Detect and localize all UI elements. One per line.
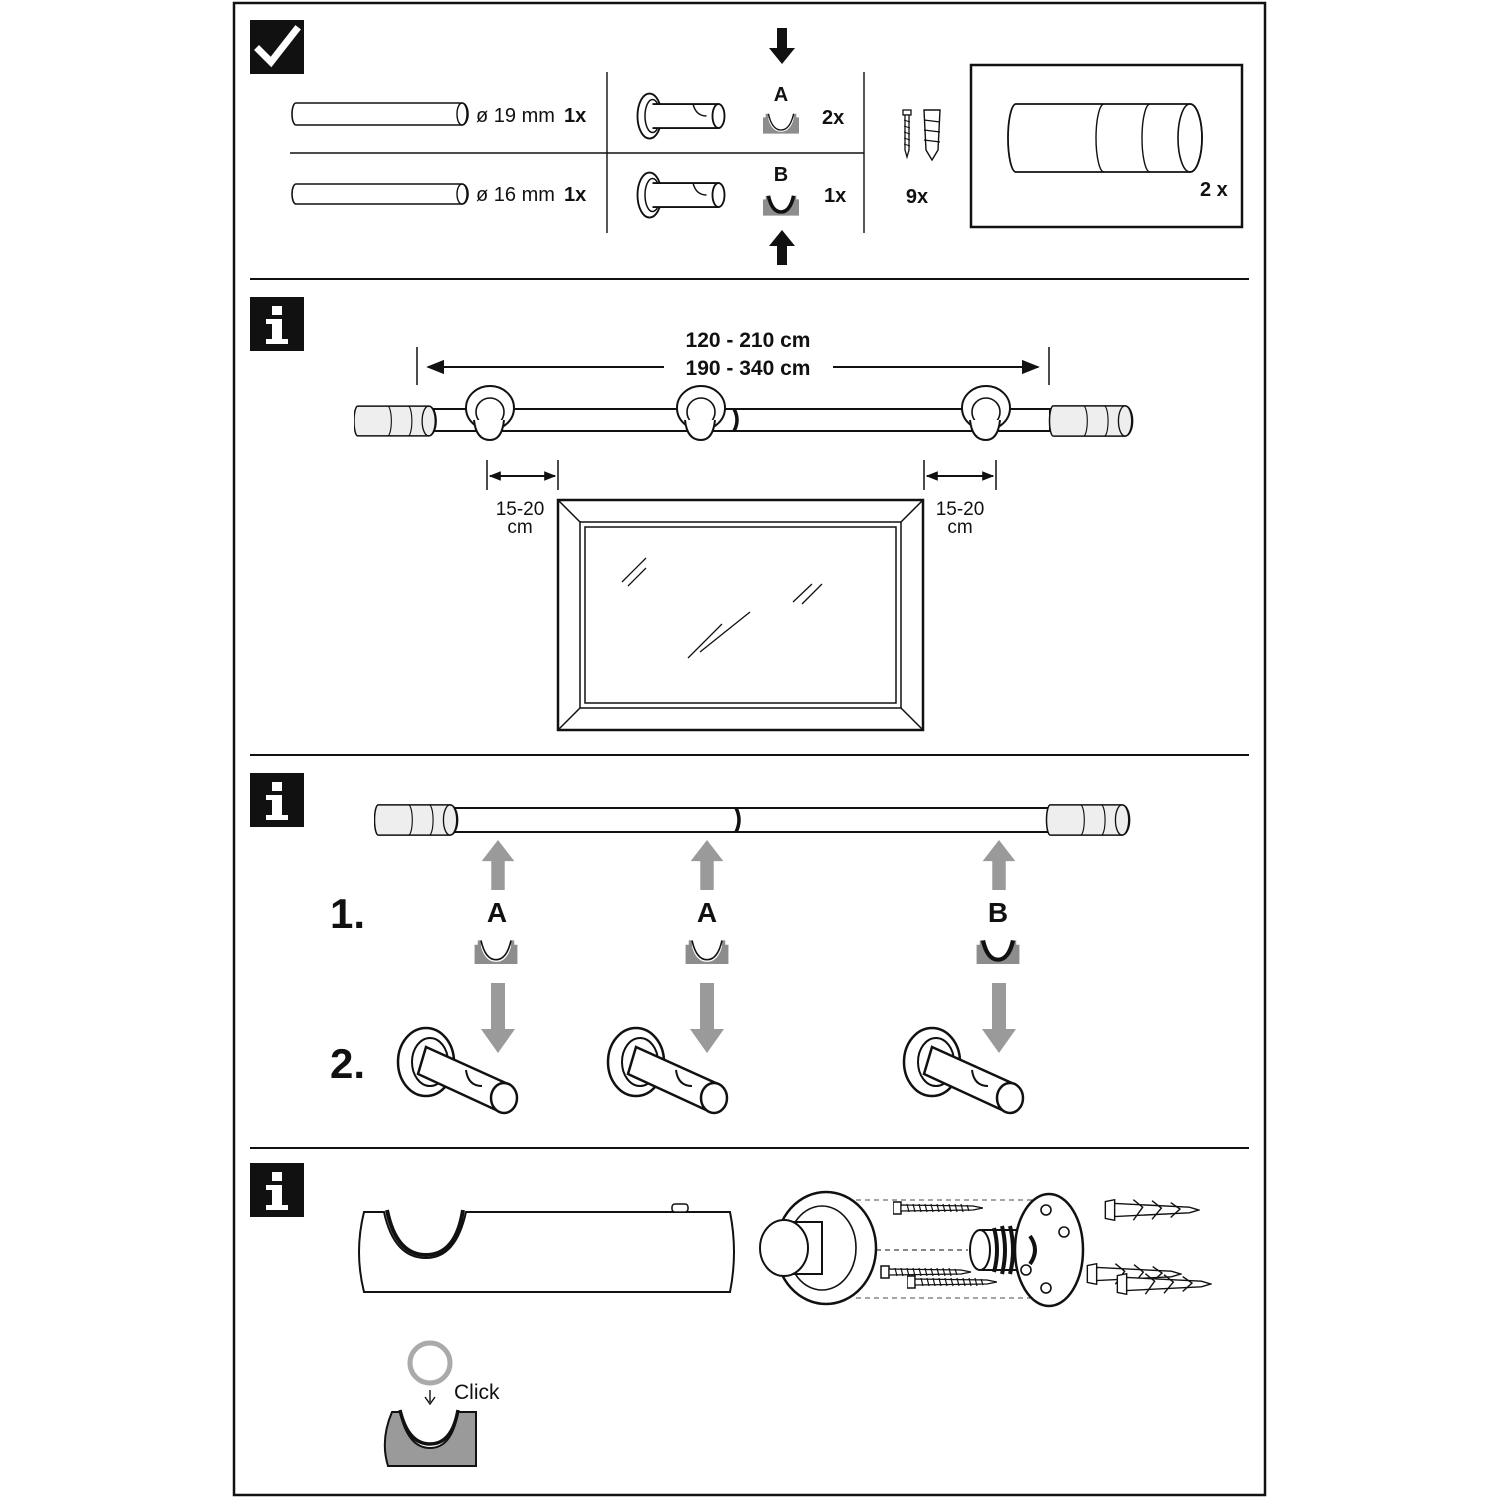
insert-a-qty: 2x xyxy=(822,107,844,129)
click-detail: Click xyxy=(383,1340,500,1467)
up-arrow-icon xyxy=(690,840,724,890)
rod-19mm xyxy=(291,102,469,126)
up-arrow-icon xyxy=(769,230,795,265)
insert-label: A xyxy=(697,897,717,928)
end-cap-qty: 2 x xyxy=(1200,179,1228,201)
insert-b-icon xyxy=(763,193,799,216)
click-label: Click xyxy=(454,1381,500,1404)
insert-b-qty: 1x xyxy=(824,185,846,207)
end-cap-icon xyxy=(354,405,437,437)
range-long: 190 - 340 cm xyxy=(686,357,811,380)
dowel-icon xyxy=(1104,1199,1200,1221)
measure-section: 120 - 210 cm 190 - 340 cm xyxy=(250,297,1134,732)
check-icon xyxy=(250,20,304,74)
rod-16mm-qty: 1x xyxy=(564,184,586,206)
bracket-icon xyxy=(636,171,726,219)
window-icon xyxy=(556,498,925,732)
overhang-right-value: 15-20 xyxy=(936,499,985,520)
info-icon xyxy=(250,773,304,827)
overhang-right-unit: cm xyxy=(947,517,972,538)
end-cap-icon xyxy=(374,804,459,836)
assembly-section: 1. 2. A A B xyxy=(250,773,1131,1115)
insert-b-icon xyxy=(977,940,1020,964)
rod-ring-icon xyxy=(407,1340,453,1386)
overhang-left-unit: cm xyxy=(507,517,532,538)
rod-assembly xyxy=(354,385,1134,442)
range-short: 120 - 210 cm xyxy=(686,329,811,352)
screw-icon xyxy=(880,1265,972,1279)
bracket-icon xyxy=(676,385,726,442)
insert-a-icon xyxy=(763,113,799,134)
exploded-bracket xyxy=(759,1190,1040,1306)
wall-plate-icon xyxy=(1013,1192,1085,1308)
down-arrow-icon xyxy=(982,983,1016,1053)
down-arrow-icon xyxy=(481,983,515,1053)
screws-qty: 9x xyxy=(906,186,928,208)
end-cap-icon xyxy=(1007,103,1203,173)
detail-section: Click xyxy=(250,1163,1212,1467)
insert-label: A xyxy=(487,897,507,928)
dowel-icon xyxy=(923,109,941,162)
rod-16mm xyxy=(291,183,469,205)
screw-icon xyxy=(893,1201,983,1215)
page-frame xyxy=(232,1,1267,1497)
rod-19mm-qty: 1x xyxy=(564,105,586,127)
contents-section: ø 19 mm 1x ø 16 mm 1x A 2x B 1x xyxy=(250,20,1244,265)
down-arrow-icon xyxy=(690,983,724,1053)
rod-19mm-diameter: ø 19 mm xyxy=(476,105,555,127)
up-arrow-icon xyxy=(982,840,1016,890)
insert-a-label: A xyxy=(774,84,788,106)
info-icon xyxy=(250,1163,304,1217)
insert-a-icon xyxy=(685,939,729,964)
rod-16mm-diameter: ø 16 mm xyxy=(476,184,555,206)
bracket-icon xyxy=(636,92,726,140)
step-1-label: 1. xyxy=(330,890,365,937)
insert-section-icon xyxy=(383,1411,477,1467)
info-icon xyxy=(250,297,304,351)
rod-assembly xyxy=(374,804,1131,836)
screw-icon xyxy=(907,1275,997,1289)
end-cap-icon xyxy=(1048,405,1134,437)
bracket-icon xyxy=(961,385,1011,442)
screw-icon xyxy=(902,109,912,160)
down-arrow-icon xyxy=(424,1390,436,1406)
up-arrow-icon xyxy=(481,840,515,890)
insert-b-label: B xyxy=(774,164,788,186)
step-2-label: 2. xyxy=(330,1040,365,1087)
overhang-left-value: 15-20 xyxy=(496,499,545,520)
insert-label: B xyxy=(988,897,1008,928)
down-arrow-icon xyxy=(769,28,795,64)
insert-a-icon xyxy=(474,939,518,964)
bracket-icon xyxy=(465,385,515,442)
end-cap-icon xyxy=(1045,804,1131,836)
insert-block-icon xyxy=(358,1203,735,1293)
